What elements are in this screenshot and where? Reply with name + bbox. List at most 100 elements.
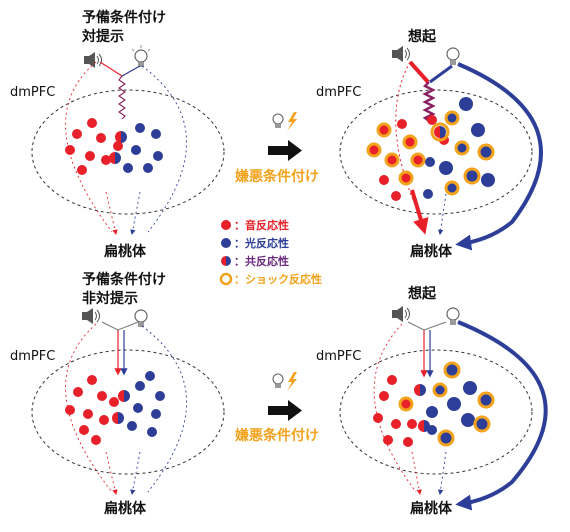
co-responsive-cell <box>115 131 127 143</box>
shock-red-cell <box>384 152 400 168</box>
dashed-path-red <box>65 61 113 233</box>
legend-label-blue: ：光反応性 <box>234 236 289 250</box>
red-cell <box>397 119 407 129</box>
blue-cell <box>143 163 153 173</box>
lightning-bulb-icon-top <box>272 112 297 131</box>
blue-cell <box>145 371 155 381</box>
dmpfc-ellipse-br <box>339 349 533 475</box>
shock-blue-cell <box>454 140 470 156</box>
red-cell <box>109 397 119 407</box>
output-arrow-red <box>105 451 118 496</box>
legend-label-red: ：音反応性 <box>234 218 289 232</box>
bottom-right-title: 想起 <box>407 285 437 302</box>
dashed-path-red <box>373 323 417 493</box>
cells-tr <box>366 97 495 201</box>
light-bulb-icon <box>446 47 460 65</box>
shock-blue-cell <box>477 391 495 409</box>
red-cell <box>99 415 109 425</box>
legend-marker-half <box>221 256 231 266</box>
region-label-tr: dmPFC <box>316 85 361 100</box>
red-cell <box>427 115 437 125</box>
red-cell <box>387 375 397 385</box>
thick-red-path <box>395 61 419 213</box>
legend-marker-red <box>221 220 231 230</box>
target-label-br: 扁桃体 <box>410 500 453 517</box>
dmpfc-ellipse-tr <box>339 89 533 215</box>
red-cell <box>87 375 97 385</box>
co-responsive-cell <box>118 390 130 402</box>
top-right-title: 想起 <box>407 28 437 45</box>
region-label-tl: dmPFC <box>10 85 55 100</box>
dashed-path-red <box>65 323 113 493</box>
input-line-blue-thick <box>429 64 453 84</box>
blue-cell <box>135 381 145 391</box>
shock-blue-cell <box>477 143 495 161</box>
blue-cell <box>439 161 453 175</box>
light-bulb-icon <box>446 307 460 325</box>
bottom-left-title-1: 予備条件付け <box>82 271 166 288</box>
input-bracket <box>101 321 139 331</box>
red-cell <box>96 133 106 143</box>
region-label-br: dmPFC <box>316 349 361 364</box>
shock-blue-cell <box>444 180 460 196</box>
shock-blue-cell <box>437 429 455 447</box>
dmpfc-ellipse-bl <box>31 349 225 475</box>
output-arrow-red <box>105 191 118 236</box>
conditioning-label-bottom: 嫌悪条件付け <box>235 427 319 444</box>
shock-blue-cell <box>444 110 460 126</box>
legend-marker-ring <box>219 272 233 286</box>
blue-cell <box>471 123 485 137</box>
co-responsive-cell <box>430 122 450 142</box>
output-arrow-red-thick <box>410 189 429 235</box>
bottom-left-title-2: 非対提示 <box>82 290 138 307</box>
target-label-tl: 扁桃体 <box>104 243 147 260</box>
blue-cell <box>481 173 495 187</box>
light-bulb-icon <box>131 45 151 67</box>
input-line-red <box>99 61 123 77</box>
speaker-icon <box>82 308 100 324</box>
red-cell <box>391 191 401 201</box>
shock-red-cell <box>410 152 426 168</box>
blue-cell <box>425 157 435 167</box>
legend-label-ring: ：ショック反応性 <box>234 272 322 286</box>
speaker-icon <box>84 52 102 68</box>
blue-cell <box>426 406 438 418</box>
speaker-icon <box>392 46 410 62</box>
red-cell <box>391 419 401 429</box>
output-arrow-blue <box>130 451 141 496</box>
red-cell <box>83 409 93 419</box>
input-line-red-thick <box>408 60 430 84</box>
red-cell <box>383 435 393 445</box>
cells-bl <box>65 371 165 445</box>
top-left-title-1: 予備条件付け <box>82 9 166 26</box>
shock-red-cell <box>376 122 392 138</box>
shock-blue-cell <box>473 415 491 433</box>
cells-br <box>373 361 495 447</box>
red-cell <box>373 413 383 423</box>
thick-blue-arc <box>455 320 548 511</box>
lightning-icon <box>287 112 297 131</box>
blue-cell <box>123 163 133 173</box>
region-label-bl: dmPFC <box>10 349 55 364</box>
blue-cell <box>127 421 137 431</box>
input-line-blue <box>121 65 141 77</box>
red-cell <box>113 141 123 151</box>
target-label-bl: 扁桃体 <box>104 500 147 517</box>
red-cell <box>65 145 75 155</box>
shock-blue-cell <box>443 361 461 379</box>
co-responsive-cell <box>109 152 121 164</box>
co-responsive-cell <box>112 412 124 424</box>
arrow-right-icon <box>268 140 302 161</box>
thick-blue-arc <box>455 62 543 251</box>
blue-cell <box>461 413 475 427</box>
speaker-icon <box>392 306 410 322</box>
blue-cell <box>135 123 145 133</box>
output-arrow-blue <box>130 191 141 236</box>
combined-squiggle <box>118 75 126 120</box>
red-cell <box>97 391 107 401</box>
blue-cell <box>131 145 141 155</box>
top-left-title-2: 対提示 <box>81 28 124 45</box>
legend-label-half: ：共反応性 <box>234 254 289 268</box>
light-bulb-icon <box>134 309 148 327</box>
shock-blue-cell <box>432 382 448 398</box>
